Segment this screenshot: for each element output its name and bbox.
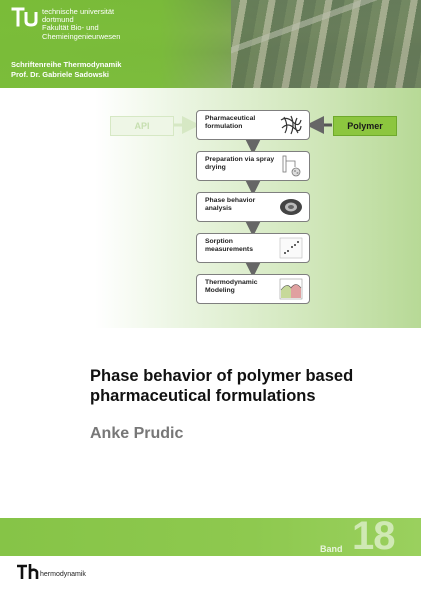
- volume-number: 18: [352, 514, 395, 558]
- university-name: technische universität dortmund Fakultät…: [42, 7, 121, 41]
- book-author: Anke Prudic: [90, 425, 184, 442]
- step-pharmaceutical-formulation: Pharmaceutical formulation: [196, 110, 310, 140]
- step-sorption-measurements: Sorption measurements: [196, 233, 310, 263]
- api-input-box: API: [110, 116, 174, 136]
- diagram-connectors: [173, 116, 332, 278]
- book-title-line: pharmaceutical formulations: [90, 387, 316, 405]
- thermodynamik-logo-text: hermodynamik: [40, 571, 86, 578]
- university-line: dortmund: [42, 15, 74, 25]
- scatter-plot-icon: [279, 237, 303, 259]
- step-thermodynamic-modeling: Thermodynamic Modeling: [196, 274, 310, 304]
- thermodynamik-logo-icon: [17, 564, 39, 579]
- spray-dryer-icon: [282, 155, 301, 177]
- step-label: Thermodynamic Modeling: [205, 279, 258, 294]
- university-line: technische universität: [42, 7, 115, 16]
- step-label: Sorption measurements: [205, 238, 253, 253]
- tu-logo-icon: [11, 7, 38, 27]
- volume-label: Band: [320, 544, 343, 554]
- book-title-line: Phase behavior of polymer based: [90, 367, 354, 385]
- series-editor: Prof. Dr. Gabriele Sadowski: [11, 70, 109, 79]
- fiber-mesh-icon: [280, 115, 302, 135]
- step-spray-drying: Preparation via spray drying: [196, 151, 310, 181]
- step-phase-behavior-analysis: Phase behavior analysis: [196, 192, 310, 222]
- volume-band: [0, 518, 421, 556]
- step-label: Pharmaceutical formulation: [205, 115, 256, 130]
- polymer-input-box: Polymer: [333, 116, 397, 136]
- book-title: Phase behavior of polymer based pharmace…: [90, 366, 390, 406]
- microscope-droplet-icon: [280, 199, 302, 215]
- faculty-line: Chemieingenieurwesen: [42, 31, 121, 41]
- phase-diagram-icon: [279, 278, 303, 300]
- faculty-line: Fakultät Bio- und: [42, 23, 99, 33]
- campus-aerial-photo: [231, 0, 421, 88]
- step-label: Phase behavior analysis: [205, 197, 256, 212]
- series-name: Schriftenreihe Thermodynamik: [11, 60, 122, 69]
- step-label: Preparation via spray drying: [205, 156, 275, 171]
